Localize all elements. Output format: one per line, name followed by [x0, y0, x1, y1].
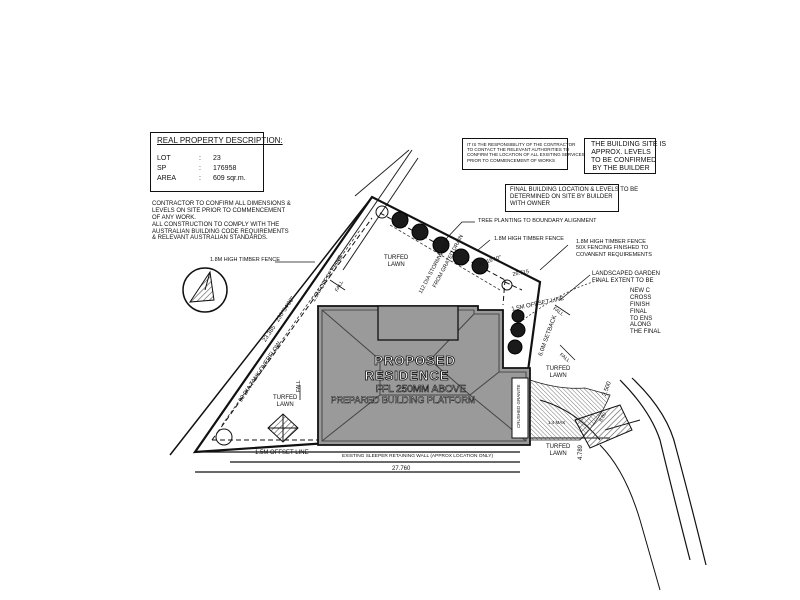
timber-fence-left-label: 1.8m HIGH TIMBER FENCE — [210, 257, 280, 263]
landscaped-2: FINAL EXTENT TO BE — [592, 277, 654, 284]
timber-fence-top-label: 1.8m HIGH TIMBER FENCE — [494, 236, 564, 242]
offset-line-bottom: 1.5m OFFSET LINE — [255, 450, 309, 456]
crushed-granite-label: CRUSHED GRANITE — [516, 384, 521, 428]
final-line-1: FINAL BUILDING LOCATION & LEVELS TO BE — [510, 187, 639, 193]
landscaped-garden-label: LANDSCAPED GARDEN FINAL EXTENT TO BE — [592, 271, 660, 285]
real-property-box: REAL PROPERTY DESCRIPTION: LOT : 23 SP :… — [150, 132, 283, 192]
final-line-3: WITH OWNER — [510, 200, 550, 207]
new-crossover-label: NEW C CROSS FINISH FINAL TO ENS ALONG TH… — [630, 288, 661, 336]
final-location-box: FINAL BUILDING LOCATION & LEVELS TO BE D… — [505, 184, 638, 212]
resp-line-2: TO CONTACT THE RELEVANT AUTHORITIES TO — [467, 147, 570, 153]
contractor-line-3: OF ANY WORK. — [152, 214, 196, 221]
proposed-label: PROPOSED — [374, 353, 456, 369]
new-5: TO ENS — [630, 315, 653, 322]
boundary-trees — [391, 211, 526, 355]
new-6: ALONG — [630, 322, 652, 329]
turfed-right-2: LAWN — [549, 372, 567, 379]
crushed-granite-strip — [511, 377, 529, 439]
area-label: AREA — [157, 175, 177, 182]
left-boundary-line — [169, 196, 373, 456]
road-boundary-lines — [329, 149, 419, 271]
dim-bottom: 27.760 — [392, 466, 411, 472]
turfed-bottom-1: TURFED — [546, 444, 571, 450]
dim-right-3: 1:4 MAX — [548, 420, 566, 425]
new-7: THE FINAL — [630, 329, 661, 336]
contractor-line-2: LEVELS ON SITE PRIOR TO COMMENCEMENT — [152, 207, 286, 214]
sp-value: 176958 — [213, 165, 237, 172]
turfed-right-1: TURFED — [546, 366, 571, 372]
resp-line-1: IT IS THE RESPONSIBILITY OF THE CONTRACT… — [467, 142, 576, 147]
north-arrow — [182, 267, 228, 313]
levels-line-3: TO BE CONFIRMED — [591, 157, 657, 165]
turfed-top-1: TURFED — [384, 255, 409, 261]
fall-arrows — [299, 279, 576, 400]
lot-sep: : — [199, 155, 201, 162]
dim-right-2: 4.789 — [578, 444, 584, 460]
turfed-left-2: LAWN — [276, 401, 294, 408]
area-sep: : — [199, 175, 201, 182]
timber-fence-right-label: 1.8m HIGH TIMBER FENCE 50X FENCING FINIS… — [576, 239, 652, 258]
drain-pits — [215, 205, 513, 446]
contractor-line-1: CONTRACTOR TO CONFIRM ALL DIMENSIONS & — [152, 201, 291, 207]
sp-label: SP — [157, 165, 167, 172]
timber-fence-right-1: 1.8m HIGH TIMBER FENCE — [576, 239, 646, 245]
retaining-wall-label: EXISTING SLEEPER RETAINING WALL (APPROX … — [342, 454, 494, 459]
proposed-residence-building — [317, 305, 531, 446]
levels-line-1: THE BUILDING SITE IS — [591, 141, 667, 148]
construction-line-1: ALL CONSTRUCTION TO COMPLY WITH THE — [152, 221, 280, 228]
responsibility-box: IT IS THE RESPONSIBILITY OF THE CONTRACT… — [462, 138, 585, 170]
lot-label: LOT — [157, 155, 171, 162]
drain-lines — [221, 224, 501, 426]
contractor-notes: CONTRACTOR TO CONFIRM ALL DIMENSIONS & L… — [152, 201, 291, 242]
road-curve-right — [619, 377, 707, 566]
new-2: CROSS — [630, 294, 652, 301]
sp-sep: : — [199, 165, 201, 172]
real-property-heading: REAL PROPERTY DESCRIPTION: — [157, 136, 283, 145]
lot-value: 23 — [213, 155, 221, 162]
final-line-2: DETERMINED ON SITE BY BUILDER — [510, 193, 613, 200]
timber-fence-right-2: 50X FENCING FINISHED TO — [576, 245, 649, 252]
levels-box: THE BUILDING SITE IS APPROX. LEVELS TO B… — [584, 138, 667, 174]
resp-line-3: CONFIRM THE LOCATION OF ALL EXISTING SER… — [467, 152, 585, 158]
levels-line-4: BY THE BUILDER — [592, 165, 650, 173]
turfed-lawn-right: TURFED LAWN — [546, 366, 570, 380]
platform-label: PREPARED BUILDING PLATFORM — [330, 395, 476, 406]
residence-label: RESIDENCE — [364, 367, 450, 384]
residence-title: PROPOSED RESIDENCE FFL 250mm ABOVE PREPA… — [330, 353, 500, 406]
new-1: NEW C — [630, 288, 650, 294]
turfed-lawn-top: TURFED LAWN — [384, 255, 408, 269]
turfed-left-1: TURFED — [273, 395, 298, 401]
area-value: 609 sqr.m. — [213, 175, 246, 182]
new-4: FINAL — [630, 308, 648, 315]
turfed-bottom-2: LAWN — [549, 450, 567, 457]
resp-line-4: PRIOR TO COMMENCEMENT OF WORKS — [467, 157, 556, 163]
construction-line-2: AUSTRALIAN BUILDING CODE REQUIREMENTS — [152, 228, 289, 235]
ffl-label: FFL 250mm ABOVE — [375, 383, 467, 396]
turfed-top-2: LAWN — [387, 261, 405, 268]
construction-line-3: & RELEVANT AUSTRALIAN STANDARDS. — [152, 235, 268, 242]
timber-fence-right-3: COVANENT REQUIREMENTS — [576, 251, 652, 258]
property-row-lot: LOT — [157, 155, 171, 163]
landscaped-1: LANDSCAPED GARDEN — [592, 271, 661, 277]
tree-planting-label: TREE PLANTING TO BOUNDARY ALIGNMENT — [478, 218, 597, 224]
hatched-pad-right — [574, 404, 633, 449]
turfed-lawn-bottom: TURFED LAWN — [546, 444, 570, 458]
fall-label-2: FALL — [296, 380, 302, 392]
new-3: FINISH — [630, 301, 650, 308]
hatched-pad-left — [267, 413, 299, 443]
levels-line-2: APPROX. LEVELS — [591, 149, 651, 157]
turfed-lawn-left: TURFED LAWN — [273, 395, 297, 409]
driveway — [529, 379, 661, 591]
bottom-boundary-lines — [195, 451, 520, 473]
